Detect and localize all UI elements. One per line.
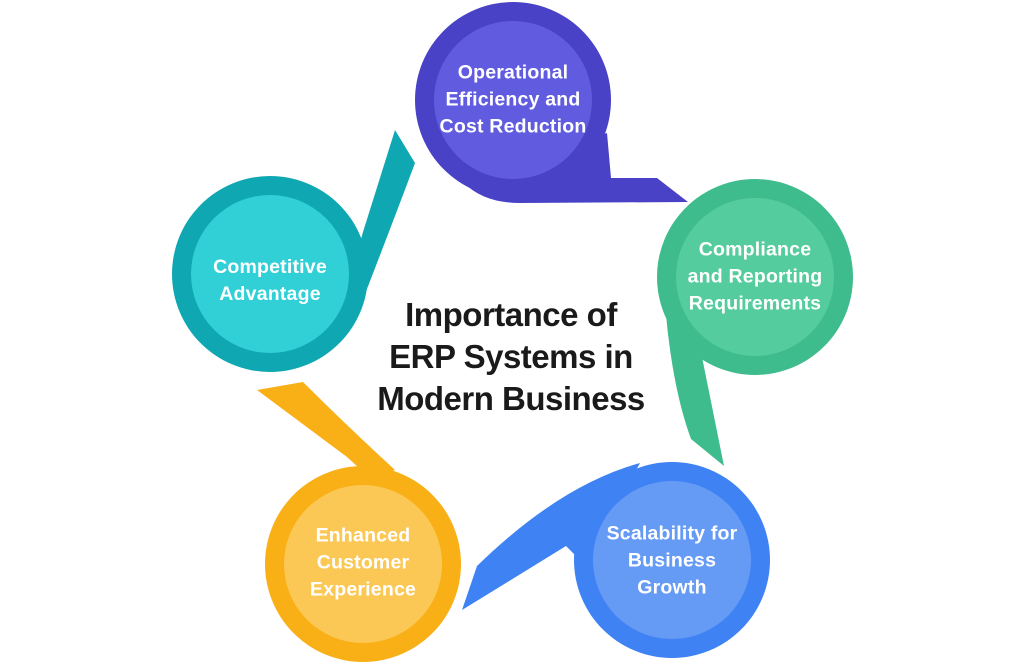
competitive-advantage-circle-inner [191,195,349,353]
node-operational-efficiency [415,2,688,203]
node-scalability-growth [462,462,770,658]
scalability-growth-circle-inner [593,481,751,639]
node-competitive-advantage [172,130,415,372]
node-compliance-reporting [657,179,853,466]
operational-efficiency-circle-inner [434,21,592,179]
enhanced-customer-tail [257,382,395,478]
node-enhanced-customer [257,382,461,662]
compliance-reporting-tail [666,315,724,466]
competitive-advantage-tail [352,130,415,312]
enhanced-customer-circle-inner [284,485,442,643]
compliance-reporting-circle-inner [676,198,834,356]
